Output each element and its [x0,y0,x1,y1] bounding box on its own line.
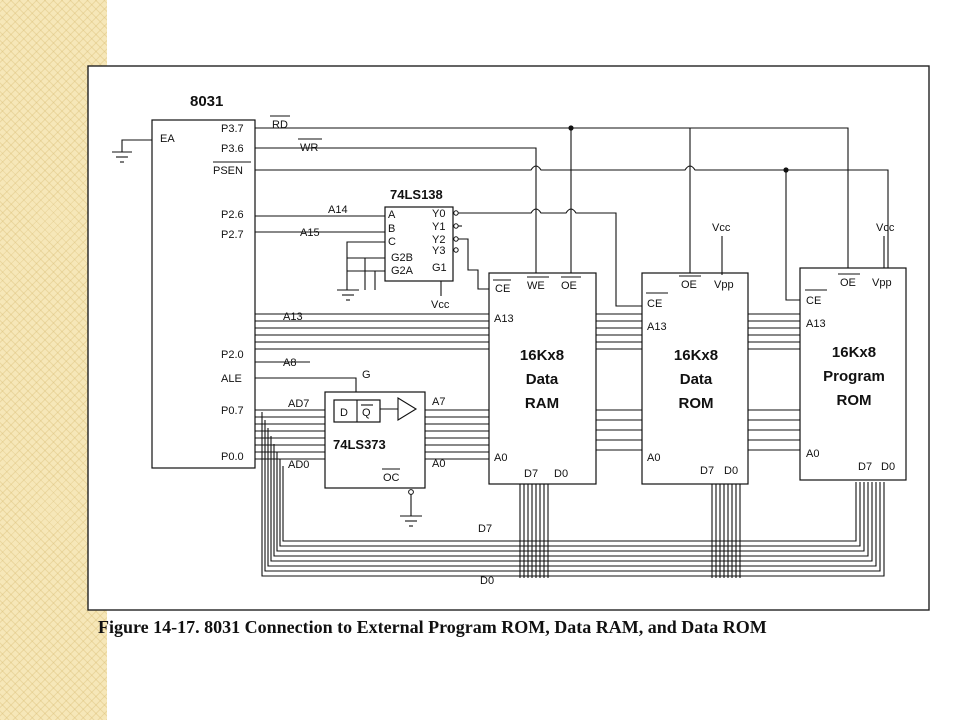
pin-p36: P3.6 [221,143,244,155]
prog-rom-title-line3: ROM [837,392,872,409]
pin-psen: PSEN [213,165,243,177]
cpu-name: 8031 [190,93,223,110]
pin-p07: P0.7 [221,405,244,417]
program-rom-chip: CE OE Vpp Vcc A13 A0 D7 D0 16Kx8 Program… [799,222,907,481]
pin-p26: P2.6 [221,209,244,221]
data-rom-pin-d0: D0 [724,465,738,477]
data-rom-pin-oe: OE [681,279,697,291]
decoder-name: 74LS138 [390,187,443,202]
latch-pin-q: Q [362,407,371,419]
ram-pin-oe: OE [561,280,577,292]
prog-rom-title-line2: Program [823,368,885,385]
data-rom-pin-a0: A0 [647,452,660,464]
decoder-pin-y2: Y2 [432,234,445,246]
data-rom-pin-d7: D7 [700,465,714,477]
decoder-pin-a: A [388,209,396,221]
latch-pin-d: D [340,407,348,419]
ram-pin-d0: D0 [554,468,568,480]
ram-title-line2: Data [526,371,559,388]
decoder-pin-g1: G1 [432,262,447,274]
ram-pin-a13: A13 [494,313,514,325]
signal-a15: A15 [300,227,320,239]
signal-g: G [362,369,371,381]
signal-a14: A14 [328,204,348,216]
latch-pin-oc: OC [383,472,400,484]
prog-rom-title-line1: 16Kx8 [832,344,876,361]
ram-pin-we: WE [527,280,545,292]
prog-rom-pin-d7: D7 [858,461,872,473]
data-bus: D7 D0 [261,412,885,587]
prog-rom-pin-ce: CE [806,295,821,307]
signal-ad7: AD7 [288,398,309,410]
data-rom-pin-ce: CE [647,298,662,310]
ram-pin-a0: A0 [494,452,507,464]
pin-p27: P2.7 [221,229,244,241]
ram-pin-ce: CE [495,283,510,295]
data-ram-chip: CE WE OE A13 A0 D7 D0 16Kx8 Data RAM [488,272,597,485]
data-rom-vcc: Vcc [712,222,731,234]
prog-rom-pin-d0: D0 [881,461,895,473]
pin-p20: P2.0 [221,349,244,361]
signal-a13: A13 [283,311,303,323]
data-rom-pin-a13: A13 [647,321,667,333]
pin-p37: P3.7 [221,123,244,135]
pin-ea: EA [160,133,175,145]
prog-rom-vcc: Vcc [876,222,895,234]
bus-label-d7: D7 [478,523,492,535]
pin-ale: ALE [221,373,242,385]
ram-title-line3: RAM [525,395,559,412]
data-rom-title-line3: ROM [679,395,714,412]
ea-ground-symbol [112,139,152,163]
decoder-ground-symbol [337,289,359,301]
prog-rom-pin-vpp: Vpp [872,277,892,289]
decoder-pin-y1: Y1 [432,221,445,233]
address-bus-high: A13 A8 [255,311,800,369]
latch-ground-symbol [400,515,422,527]
decoder-pin-y3: Y3 [432,245,445,257]
ram-title-line1: 16Kx8 [520,347,564,364]
signal-ad0: AD0 [288,459,309,471]
decoder-pin-b: B [388,223,395,235]
bus-label-d0: D0 [480,575,494,587]
signal-a8: A8 [283,357,296,369]
decoder-vcc: Vcc [431,299,450,311]
data-rom-title-line1: 16Kx8 [674,347,718,364]
ram-pin-d7: D7 [524,468,538,480]
data-rom-pin-vpp: Vpp [714,279,734,291]
prog-rom-pin-a13: A13 [806,318,826,330]
figure-caption: Figure 14-17. 8031 Connection to Externa… [98,617,767,637]
address-data-bus-low: AD7 AD0 A7 A0 [255,396,800,471]
prog-rom-pin-oe: OE [840,277,856,289]
decoder-pin-g2a: G2A [391,265,414,277]
data-rom-chip: CE OE Vpp Vcc A13 A0 D7 D0 16Kx8 Data RO… [641,222,749,485]
decoder-pin-g2b: G2B [391,252,413,264]
signal-rd: RD [272,119,288,131]
latch-74ls373: D Q 74LS373 OC [324,391,426,489]
pin-p00: P0.0 [221,451,244,463]
signal-a7: A7 [432,396,445,408]
decoder-pin-y0: Y0 [432,208,445,220]
data-rom-title-line2: Data [680,371,713,388]
decoder-pin-c: C [388,236,396,248]
signal-a0: A0 [432,458,445,470]
prog-rom-pin-a0: A0 [806,448,819,460]
cpu-8031: 8031 EA P3.7 P3.6 PSEN P2.6 P2.7 P2.0 AL… [151,93,256,469]
latch-name: 74LS373 [333,437,386,452]
decoder-74ls138: 74LS138 A B C G2B G2A Y0 Y1 Y2 Y3 G1 [384,187,459,282]
